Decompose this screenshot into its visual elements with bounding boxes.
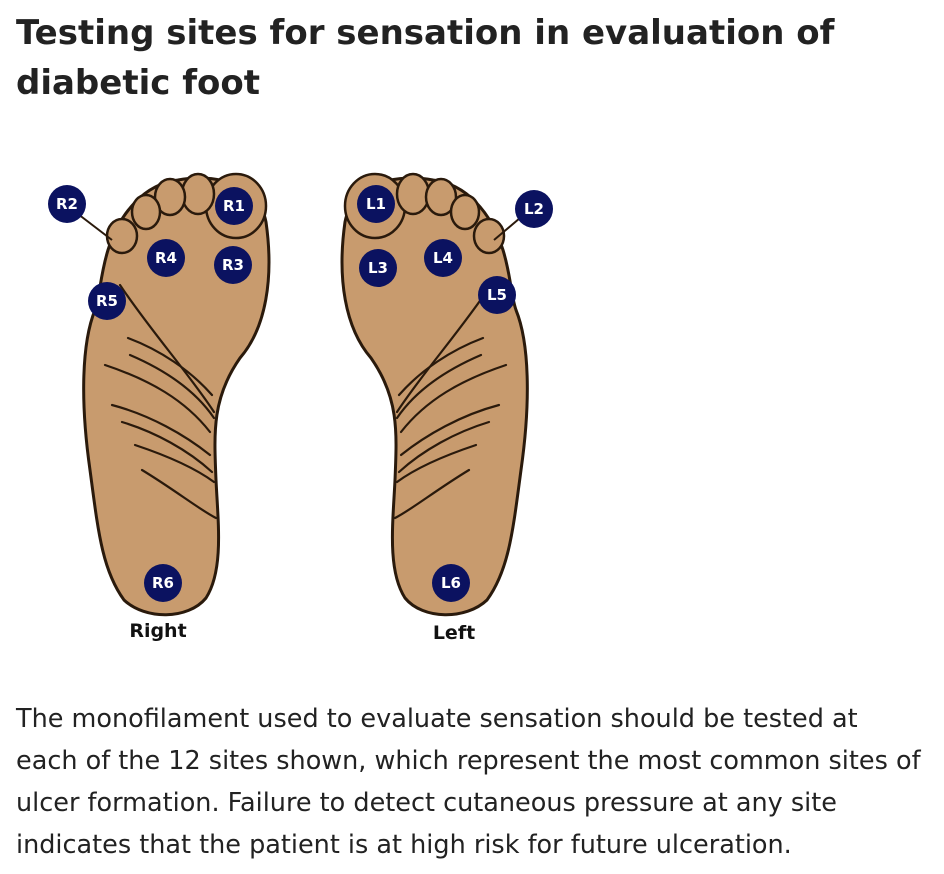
page-title: Testing sites for sensation in evaluatio… <box>16 13 835 103</box>
site-label-R4: R4 <box>155 249 177 267</box>
r2-leader-line <box>77 213 113 241</box>
left-foot-label: Left <box>433 622 475 644</box>
right-toe-2 <box>180 172 216 216</box>
site-label-R3: R3 <box>222 256 244 274</box>
site-L6: L6 <box>432 564 470 602</box>
left-sole-creases <box>393 283 508 520</box>
site-R1: R1 <box>215 187 253 225</box>
site-L2: L2 <box>515 190 553 228</box>
right-foot-label: Right <box>129 620 186 642</box>
site-label-R5: R5 <box>96 292 118 310</box>
site-R3: R3 <box>214 246 252 284</box>
right-toe-3 <box>153 177 187 217</box>
site-R5: R5 <box>88 282 126 320</box>
l2-leader-line <box>493 217 521 241</box>
left-toe-4 <box>449 193 481 231</box>
site-label-L6: L6 <box>441 574 461 592</box>
right-sole-creases <box>103 283 218 520</box>
site-label-R2: R2 <box>56 195 78 213</box>
right-toe-4 <box>130 193 162 231</box>
site-label-L1: L1 <box>366 195 386 213</box>
right-foot <box>82 172 271 617</box>
site-R4: R4 <box>147 239 185 277</box>
site-L4: L4 <box>424 239 462 277</box>
site-L3: L3 <box>359 249 397 287</box>
site-label-L4: L4 <box>433 249 453 267</box>
right-little-toe <box>105 217 139 255</box>
foot-sensation-diagram: R1 R2 R3 R4 R5 R6 L1 L2 <box>0 150 620 660</box>
left-toe-2 <box>395 172 431 216</box>
site-label-L3: L3 <box>368 259 388 277</box>
site-L1: L1 <box>357 185 395 223</box>
left-foot <box>340 172 529 617</box>
left-little-toe <box>472 217 506 255</box>
left-toe-3 <box>424 177 458 217</box>
figure-caption: The monofilament used to evaluate sensat… <box>16 704 921 860</box>
site-label-R6: R6 <box>152 574 174 592</box>
site-R6: R6 <box>144 564 182 602</box>
feet-illustration: R1 R2 R3 R4 R5 R6 L1 L2 <box>48 172 553 644</box>
site-label-L5: L5 <box>487 286 507 304</box>
site-L5: L5 <box>478 276 516 314</box>
site-label-R1: R1 <box>223 197 245 215</box>
site-R2: R2 <box>48 185 86 223</box>
site-label-L2: L2 <box>524 200 544 218</box>
